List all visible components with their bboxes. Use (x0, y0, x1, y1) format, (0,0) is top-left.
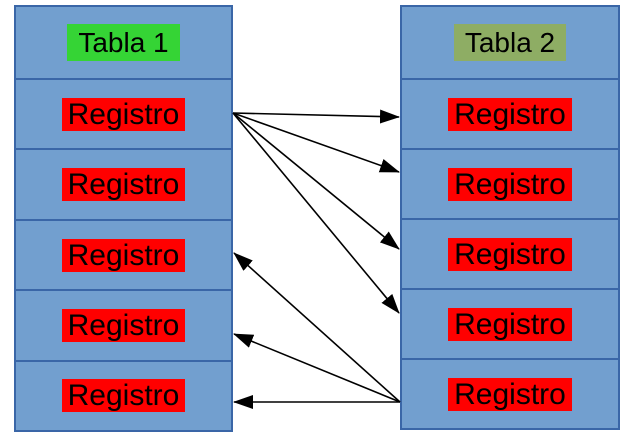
record-label: Registro (61, 379, 186, 413)
relation-arrow (232, 112, 400, 173)
tabla-1-title: Tabla 1 (67, 23, 180, 62)
record-label: Registro (448, 377, 572, 411)
tabla-2-record-row: Registro (402, 288, 618, 358)
record-label: Registro (448, 167, 572, 201)
relation-arrow (233, 252, 401, 403)
tabla-1-record-row: Registro (16, 78, 231, 148)
record-label: Registro (448, 307, 572, 341)
tabla-1-header-row: Tabla 1 (16, 7, 231, 78)
tabla-1-record-row: Registro (16, 359, 231, 430)
relation-arrow (232, 109, 400, 124)
relation-arrow (232, 112, 400, 314)
tabla-1-record-row: Registro (16, 218, 231, 289)
record-label: Registro (61, 238, 186, 272)
record-label: Registro (61, 97, 186, 131)
tabla-1-record-row: Registro (16, 289, 231, 359)
tabla-2-record-row: Registro (402, 148, 618, 218)
tabla-2-panel: Tabla 2 Registro Registro Registro Regis… (400, 5, 620, 430)
record-label: Registro (61, 168, 186, 202)
tabla-1-record-row: Registro (16, 148, 231, 218)
record-label: Registro (448, 237, 572, 271)
tabla-2-record-row: Registro (402, 218, 618, 288)
relation-arrow (232, 112, 400, 250)
record-label: Registro (61, 308, 186, 342)
relation-arrow (233, 333, 401, 403)
tabla-1-panel: Tabla 1 Registro Registro Registro Regis… (14, 5, 233, 432)
tabla-2-record-row: Registro (402, 78, 618, 148)
tabla-2-title: Tabla 2 (453, 23, 567, 62)
record-label: Registro (448, 97, 572, 131)
tabla-2-header-row: Tabla 2 (402, 7, 618, 78)
tabla-2-record-row: Registro (402, 358, 618, 428)
